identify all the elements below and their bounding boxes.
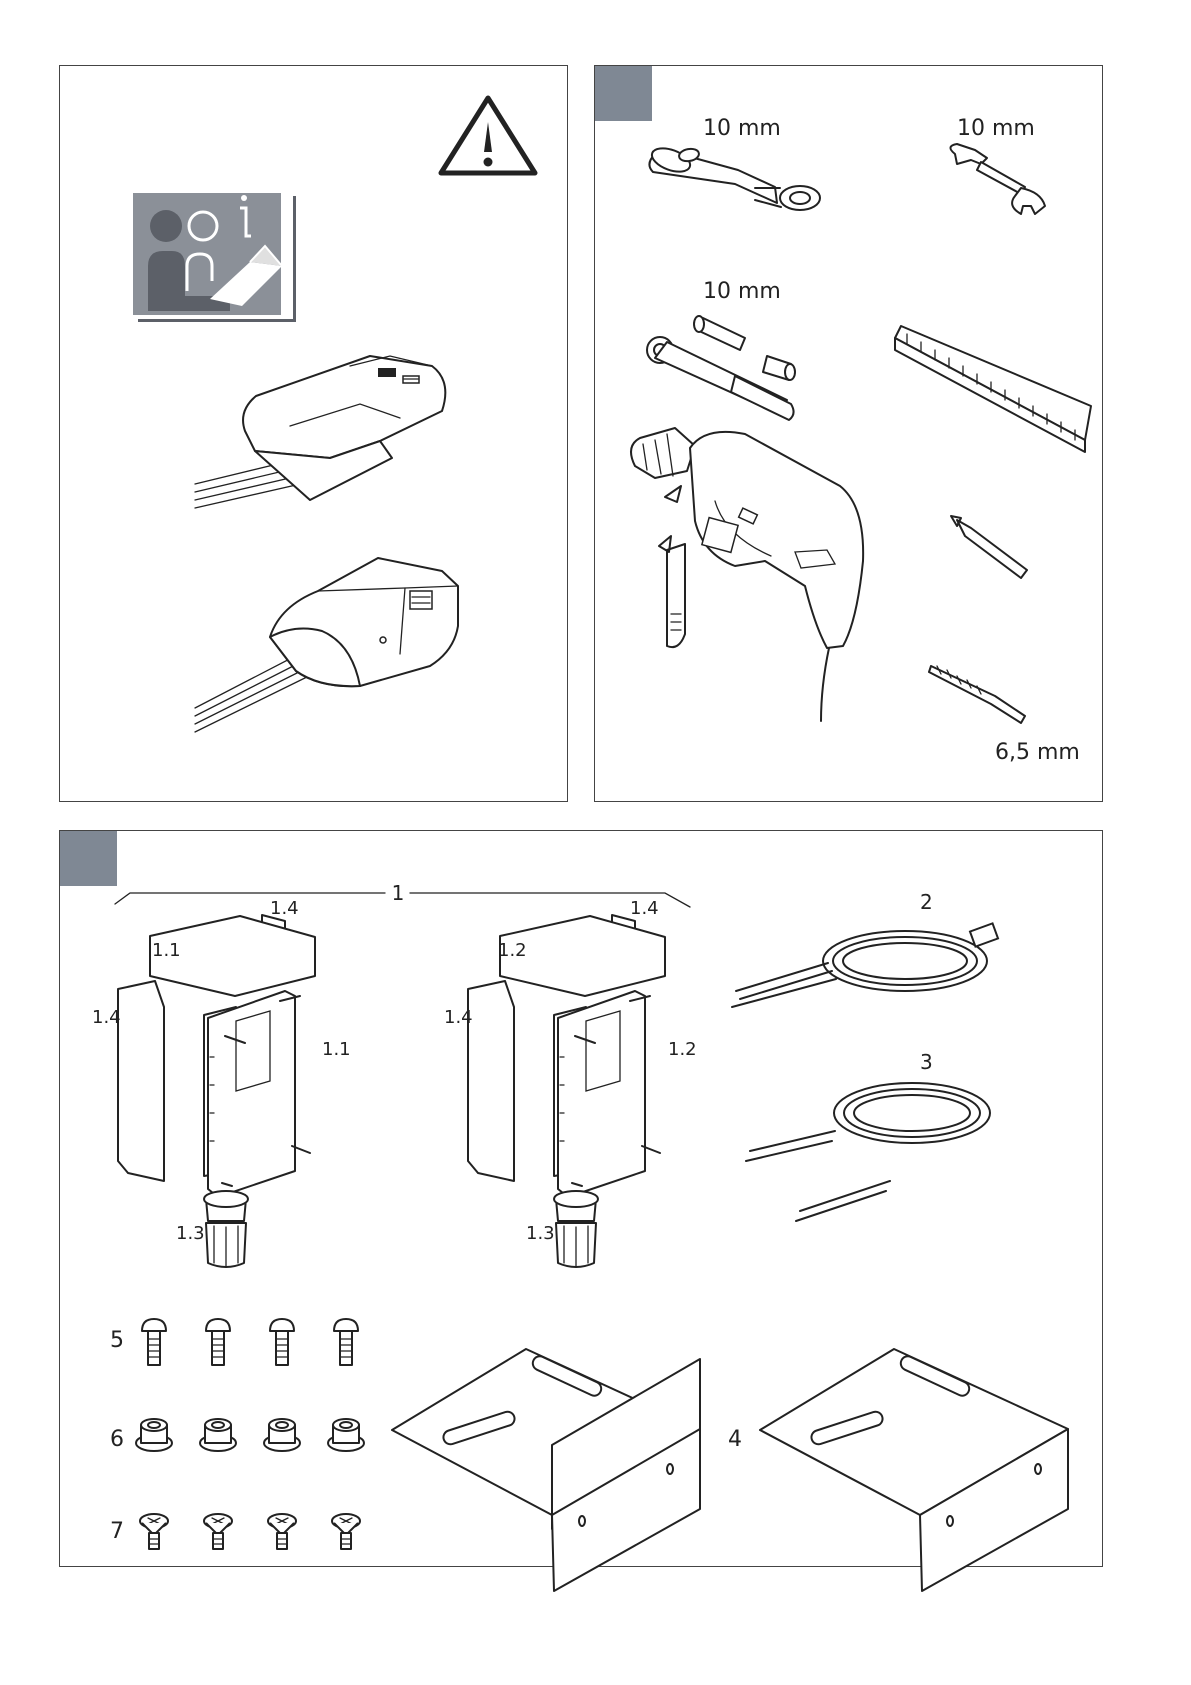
garage-operator-box bbox=[195, 558, 458, 732]
left-gland-label: 1.3 bbox=[176, 1223, 205, 1244]
drill-bit: 6,5 mm bbox=[929, 666, 1080, 765]
warning-icon bbox=[441, 98, 535, 173]
cable-wires-label: 3 bbox=[920, 1050, 933, 1074]
safety-panel-art bbox=[60, 66, 569, 803]
ring-wrench: 10 mm bbox=[649, 116, 820, 210]
control-box-right: 1.4 1.2 1.4 1.2 1.3 bbox=[444, 898, 697, 1267]
screws-label: 7 bbox=[110, 1519, 124, 1544]
left-housing-label: 1.1 bbox=[152, 940, 181, 961]
garage-operator-slim bbox=[195, 356, 445, 508]
cross-head-screws: 7 bbox=[110, 1514, 360, 1549]
flange-nuts: 6 bbox=[110, 1419, 364, 1452]
right-cover-top-label: 1.4 bbox=[630, 898, 659, 919]
parts-panel: 1 1.4 1.1 1.4 1.1 1.3 bbox=[59, 830, 1103, 1567]
open-wrench-size: 10 mm bbox=[957, 116, 1035, 141]
bolts-label: 5 bbox=[110, 1328, 124, 1353]
carriage-bolts: 5 bbox=[110, 1319, 358, 1365]
right-gland-label: 1.3 bbox=[526, 1223, 555, 1244]
tools-panel-art: 10 mm 10 mm 10 mm bbox=[595, 66, 1104, 803]
right-side-cover-label: 1.4 bbox=[444, 1007, 473, 1028]
open-end-wrench: 10 mm bbox=[950, 116, 1045, 214]
bracket-label: 4 bbox=[728, 1427, 742, 1452]
right-lid-label: 1.2 bbox=[668, 1039, 697, 1060]
right-housing-label: 1.2 bbox=[498, 940, 527, 961]
drill-bit-size: 6,5 mm bbox=[995, 740, 1080, 765]
pencil bbox=[951, 516, 1027, 578]
left-lid-label: 1.1 bbox=[322, 1039, 351, 1060]
cable-with-wires: 3 bbox=[746, 1050, 990, 1221]
nuts-label: 6 bbox=[110, 1427, 124, 1452]
socket-size: 10 mm bbox=[703, 279, 781, 304]
socket-ratchet: 10 mm bbox=[647, 279, 795, 420]
mounting-bracket-right bbox=[760, 1349, 1068, 1591]
read-manual-icon bbox=[132, 192, 296, 322]
cable-plug-label: 2 bbox=[920, 890, 933, 914]
mounting-bracket-left bbox=[392, 1349, 700, 1591]
parts-panel-art: 1 1.4 1.1 1.4 1.1 1.3 bbox=[60, 831, 1104, 1568]
cable-with-plug: 2 bbox=[732, 890, 998, 1007]
safety-panel bbox=[59, 65, 568, 802]
power-drill bbox=[631, 428, 863, 721]
folding-rule bbox=[895, 326, 1091, 452]
left-side-cover-label: 1.4 bbox=[92, 1007, 121, 1028]
group-label: 1 bbox=[392, 881, 405, 905]
left-cover-top-label: 1.4 bbox=[270, 898, 299, 919]
ring-wrench-size: 10 mm bbox=[703, 116, 781, 141]
tools-panel: 10 mm 10 mm 10 mm bbox=[594, 65, 1103, 802]
control-box-left: 1.4 1.1 1.4 1.1 1.3 bbox=[92, 898, 351, 1267]
